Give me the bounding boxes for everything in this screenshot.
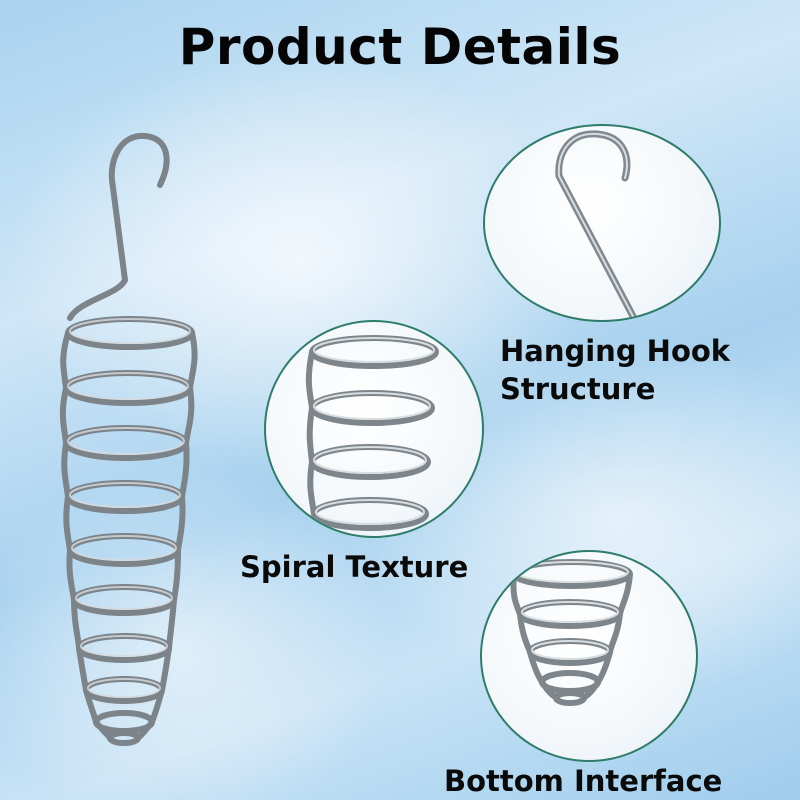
page-title: Product Details bbox=[178, 18, 622, 76]
bottom-detail-circle bbox=[480, 550, 698, 762]
spiral-detail-circle bbox=[264, 320, 484, 538]
spiral-detail-icon bbox=[305, 335, 439, 531]
hook-detail-icon bbox=[555, 130, 639, 320]
bottom-label: Bottom Interface bbox=[444, 764, 723, 798]
hook-label: Hanging Hook Structure bbox=[500, 334, 731, 406]
bottom-detail-icon bbox=[510, 559, 633, 706]
hook-detail-circle bbox=[483, 124, 721, 322]
spiral-label: Spiral Texture bbox=[240, 550, 469, 584]
